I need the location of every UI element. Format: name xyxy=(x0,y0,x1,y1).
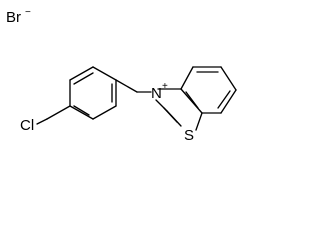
bond-ring-a-double-1 xyxy=(73,72,94,85)
bond-c7a-c3a xyxy=(180,88,203,114)
bond-benzo-double-2 xyxy=(217,90,231,109)
bromide-symbol: Br xyxy=(6,9,21,26)
bond-benzyl-linker xyxy=(115,79,138,93)
nitrogen-symbol: N xyxy=(151,85,162,102)
bond-c2-double xyxy=(163,107,178,123)
bond-cl-ring xyxy=(36,118,48,125)
bond-ring-a-3 xyxy=(69,66,94,81)
bond-ring-a-7 xyxy=(69,105,94,120)
bond-benzo-4 xyxy=(220,89,237,114)
structure-diagram: Br − N + S Cl xyxy=(6,7,237,144)
bond-benzo-1 xyxy=(180,66,194,90)
nitrogen-charge: + xyxy=(162,81,168,92)
chlorophenyl-ring xyxy=(46,66,117,120)
bromide-charge: − xyxy=(25,7,31,18)
bond-ring-a-1 xyxy=(46,105,71,120)
bond-s-c7a xyxy=(195,112,203,131)
bond-ring-a-6 xyxy=(92,105,117,120)
bond-ring-a-double-3 xyxy=(73,105,90,116)
sulfur-symbol: S xyxy=(184,127,194,144)
bond-benzo-3 xyxy=(220,66,237,91)
chlorine-symbol: Cl xyxy=(20,117,34,134)
bond-benzo-double-3 xyxy=(185,91,199,109)
bond-ring-a-4 xyxy=(92,66,117,81)
benzothiazolium-core xyxy=(155,66,237,131)
